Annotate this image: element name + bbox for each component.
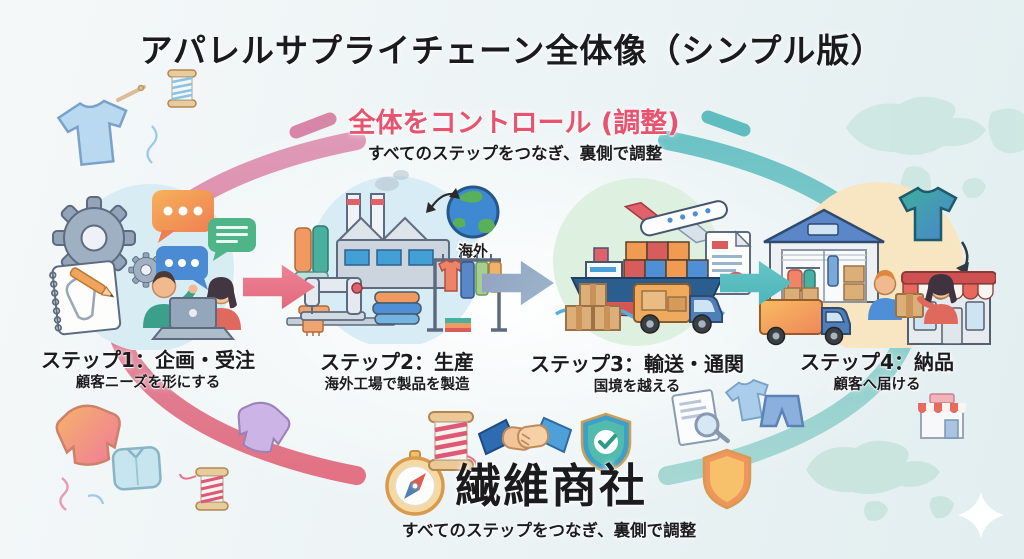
factory-icon: [336, 193, 450, 289]
laptop-icon: [150, 297, 236, 340]
warehouse-icon: [763, 208, 885, 303]
step2-subtitle: 海外工場で製品を製造: [324, 377, 470, 393]
tshirt-product-icon: [898, 186, 958, 242]
overseas-label: 海外: [458, 242, 488, 260]
magnifier-icon: [694, 412, 720, 438]
compass-icon: [385, 450, 445, 516]
cardboard-boxes-icon: [565, 283, 621, 331]
shield-check-icon: [580, 412, 632, 474]
thread-squiggle-pink-icon: [59, 477, 69, 511]
sparkle-icon: [958, 492, 1004, 538]
delivery-truck-icon: [633, 283, 723, 334]
control-heading: 全体をコントロール (調整): [348, 108, 680, 139]
step3-title: ステップ3：輸送・通関: [530, 352, 744, 376]
inspection-document-icon: [671, 389, 730, 446]
needle-icon: [116, 84, 146, 102]
shirt-icon: [111, 446, 162, 491]
thread-spool-pink-icon: [179, 467, 229, 511]
shield-icon: [702, 448, 752, 510]
step1-subtitle: 顧客ニーズを形にする: [75, 375, 221, 391]
handshake-icon: [478, 416, 572, 456]
pencil-icon: [69, 267, 115, 298]
step2-illustration: 海外: [286, 170, 507, 344]
step4-subtitle: 顧客へ届ける: [833, 377, 921, 393]
thread-spool-icon: [428, 411, 476, 474]
speech-bubble-green-icon: [208, 218, 256, 261]
globe-icon: [446, 185, 500, 239]
step4-title: ステップ4：納品: [800, 350, 954, 374]
pink-dash: [289, 112, 337, 139]
customer-woman: [917, 274, 958, 324]
sweater-purple-icon: [237, 401, 291, 453]
step4-illustration: [759, 182, 996, 348]
fabric-rolls-icon: [294, 225, 329, 283]
teal-dash: [701, 110, 751, 137]
step1-title: ステップ1：企画・受注: [41, 348, 255, 372]
trading-company-subtitle: すべてのステップをつなぎ、裏側で調整: [401, 521, 697, 540]
sewing-machine-icon: [286, 277, 396, 336]
trading-company-title: 繊維商社: [455, 459, 647, 513]
sketch-notebook-icon: [49, 260, 122, 336]
thread-squiggle-icon: [146, 125, 158, 164]
orange-truck-icon: [759, 299, 851, 346]
folded-fabric-stack-icon: [372, 291, 422, 325]
step1-illustration: [49, 184, 256, 350]
speech-bubble-orange-icon: [152, 190, 214, 243]
step3-illustration: [553, 178, 752, 346]
speech-bubble-blue-icon: [156, 246, 208, 290]
step2-title: ステップ2：生産: [320, 350, 474, 374]
thread-spool-blue-icon: [167, 69, 197, 108]
step3-subtitle: 国境を越える: [593, 379, 681, 395]
sweater-icon: [55, 404, 121, 466]
control-subheading: すべてのステップをつなぎ、裏側で調整: [367, 144, 663, 163]
thread-squiggle-blue2-icon: [87, 494, 105, 505]
tshirt-icon: [56, 99, 128, 167]
airplane-icon: [623, 200, 728, 244]
page-title: アパレルサプライチェーン全体像（シンプル版）: [139, 31, 885, 70]
smoke: [375, 170, 409, 191]
world-map-bottom-right: [806, 440, 954, 521]
storefront-small-icon: [918, 393, 966, 439]
exchange-arrow-icon: [426, 188, 460, 213]
tee-and-shorts-icon: [724, 378, 805, 428]
